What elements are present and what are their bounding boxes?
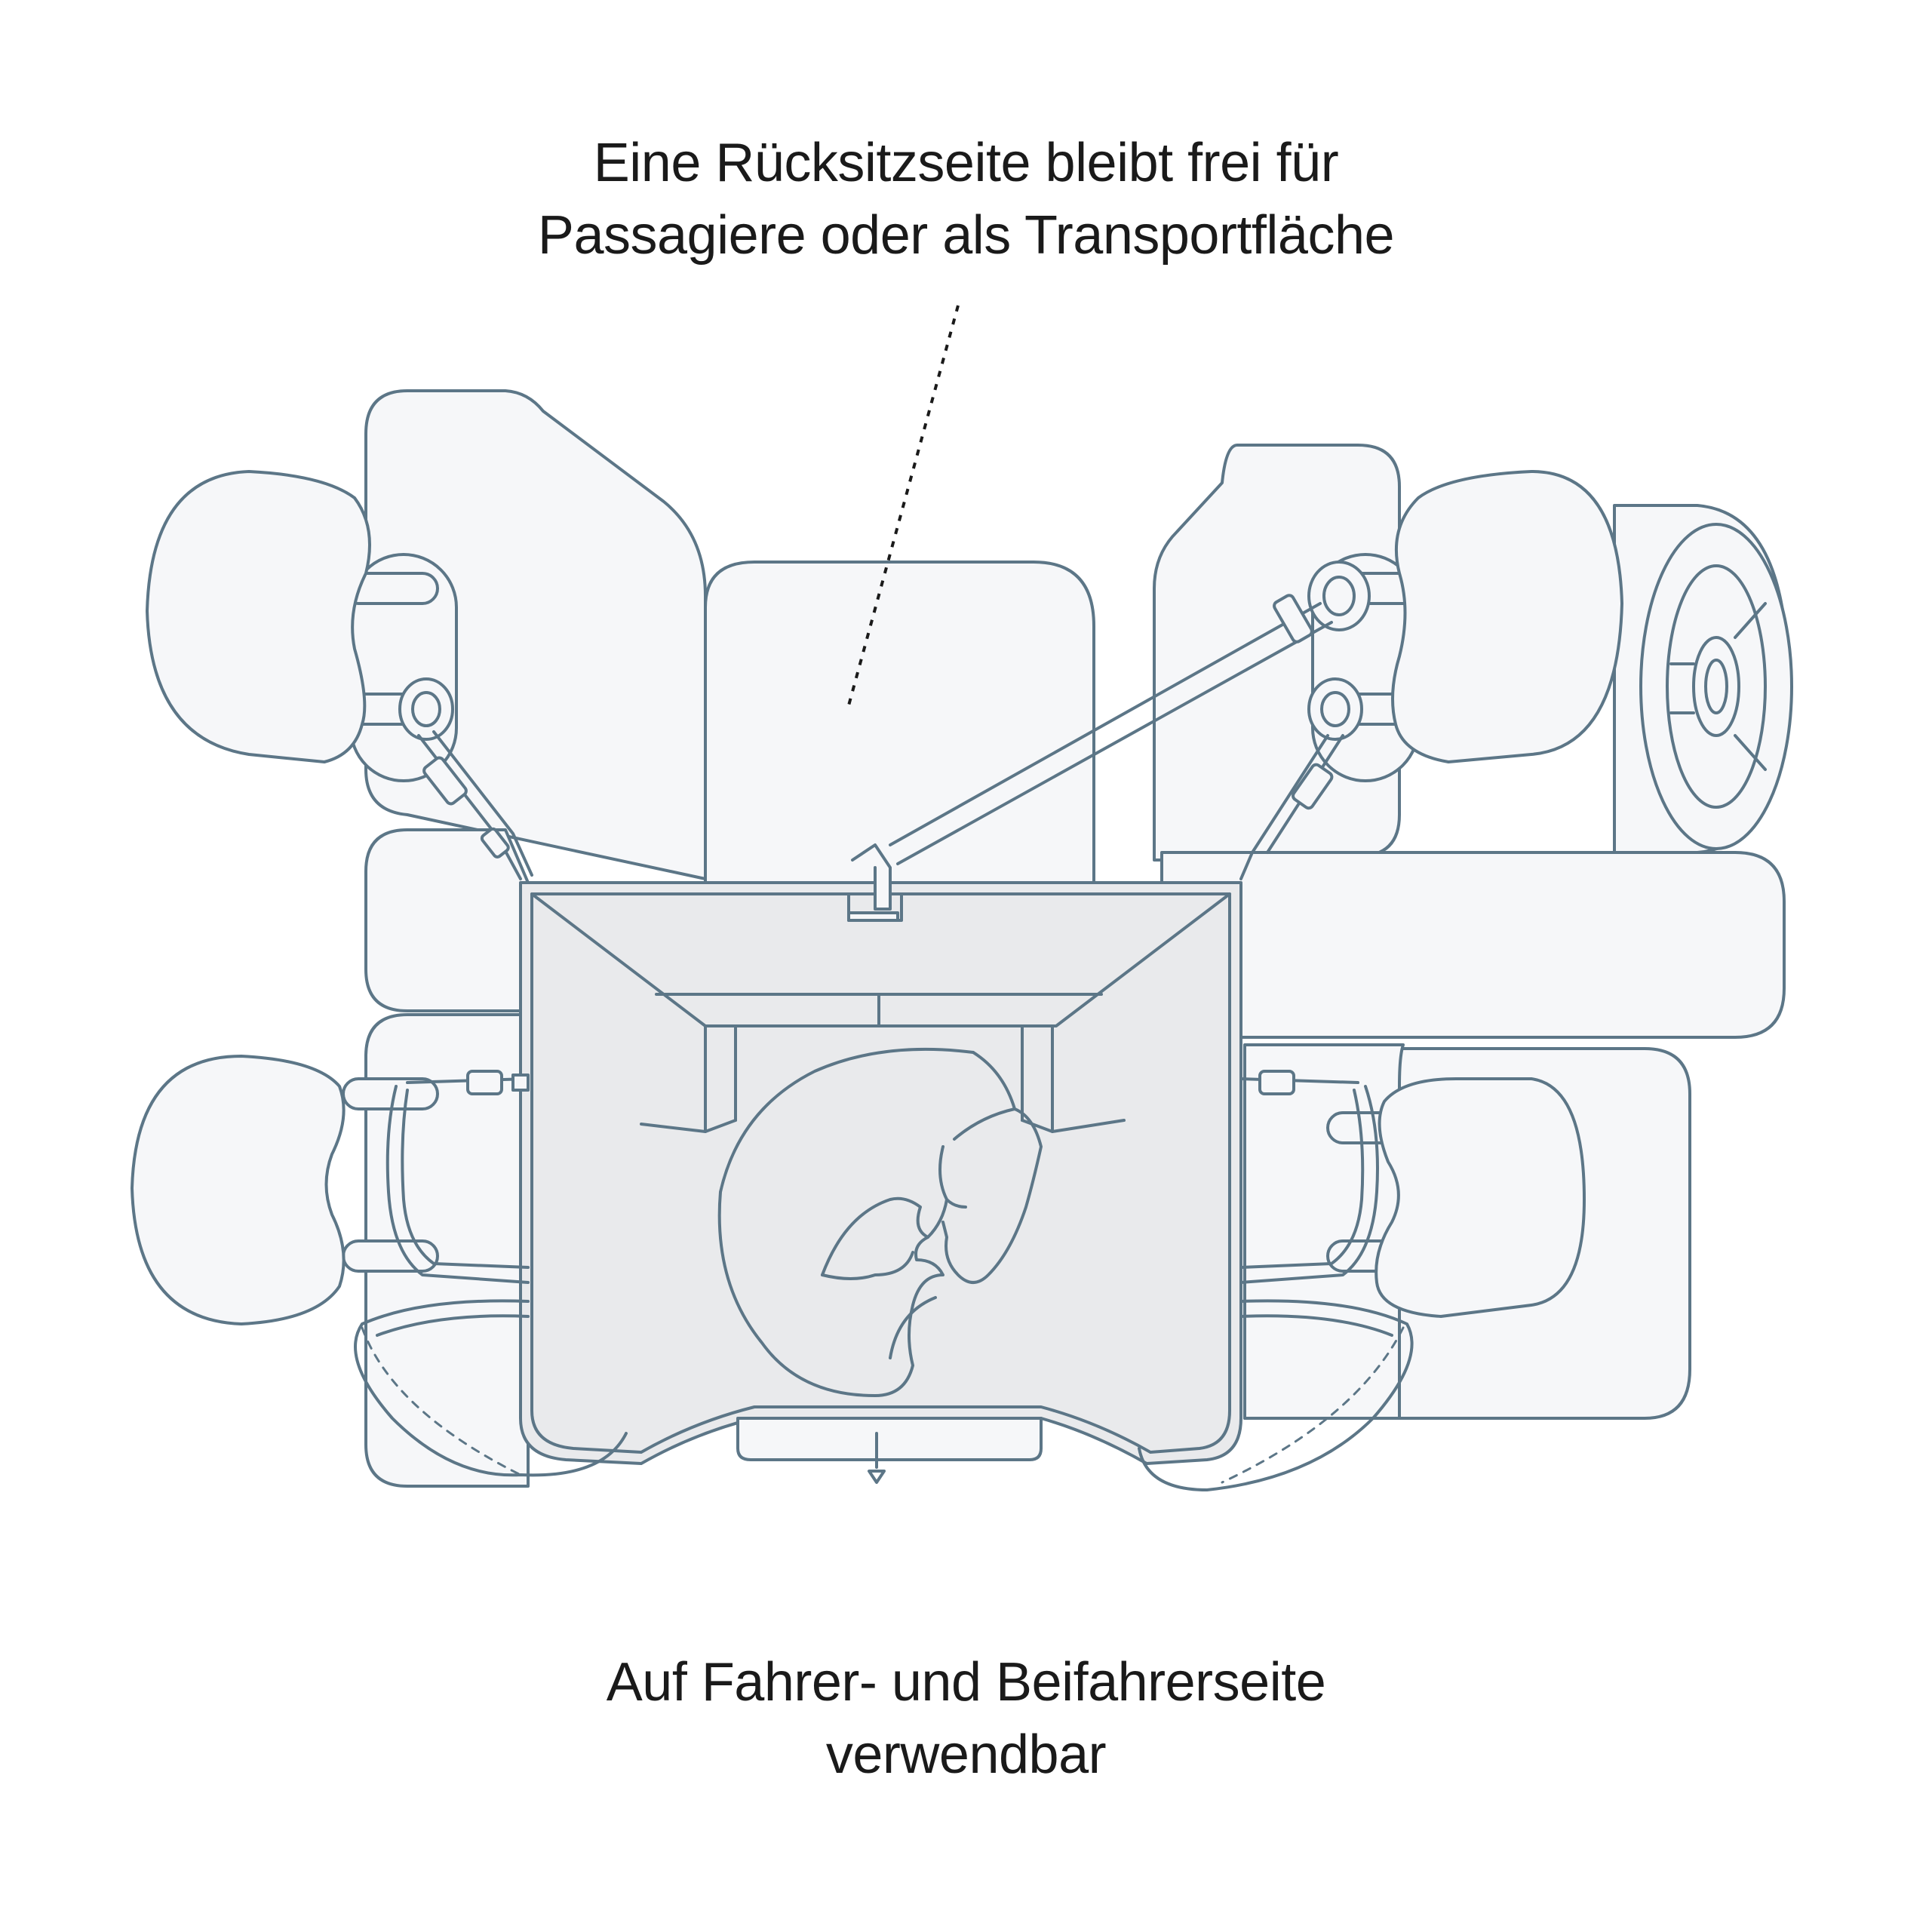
headrest-bottom-right bbox=[1326, 1077, 1586, 1318]
caption-top-line2: Passagiere oder als Transportfläche bbox=[537, 205, 1395, 266]
rear-seat-left bbox=[364, 389, 1095, 1488]
steering-wheel-icon bbox=[1613, 504, 1793, 854]
caption-leader-line bbox=[847, 305, 960, 706]
rear-armrest-left bbox=[364, 828, 530, 1012]
rear-armrest-right bbox=[1243, 1043, 1405, 1420]
cover-bottom-flap bbox=[736, 1417, 1043, 1461]
center-console bbox=[1160, 851, 1786, 1039]
straps bbox=[354, 561, 1414, 1491]
headrest-bottom-left bbox=[131, 1055, 439, 1325]
seat-cover bbox=[519, 843, 1242, 1484]
caption-top: Eine Rücksitzseite bleibt frei für Passa… bbox=[0, 127, 1932, 272]
rear-seat-middle-cushion bbox=[704, 561, 1095, 899]
caption-bottom-line2: verwendbar bbox=[825, 1725, 1107, 1785]
hidden-strap-lines bbox=[361, 1326, 1405, 1484]
dog-illustration bbox=[717, 1047, 1043, 1397]
caption-top-line1: Eine Rücksitzseite bleibt frei für bbox=[593, 133, 1339, 193]
caption-bottom-line1: Auf Fahrer- und Beifahrerseite bbox=[606, 1652, 1326, 1712]
rear-lower-seat-left bbox=[364, 1013, 530, 1488]
cover-body bbox=[519, 881, 1242, 1465]
caption-bottom: Auf Fahrer- und Beifahrerseite verwendba… bbox=[0, 1646, 1932, 1791]
